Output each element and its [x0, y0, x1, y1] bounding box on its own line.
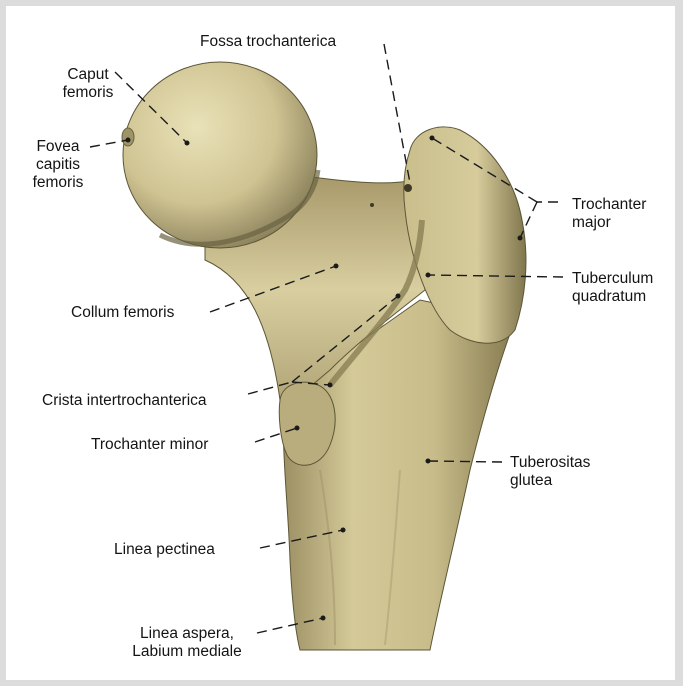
label-text: Fossa trochanterica [200, 33, 336, 51]
label-text: Labium mediale [122, 643, 252, 661]
label-text: Caput [58, 66, 118, 84]
label-caput-femoris: Caput femoris [58, 66, 118, 102]
leader-fossa [384, 44, 410, 183]
fovea-mark [122, 128, 134, 146]
label-tuberculum-quadratum: Tuberculum quadratum [572, 270, 653, 306]
label-text: quadratum [572, 288, 653, 306]
leader-fovea [90, 140, 128, 147]
label-fossa-trochanterica: Fossa trochanterica [200, 33, 336, 51]
label-collum-femoris: Collum femoris [71, 304, 174, 322]
label-text: Trochanter minor [91, 436, 208, 454]
fossa-pit [370, 203, 374, 207]
label-text: capitis [26, 156, 90, 174]
label-text: glutea [510, 472, 590, 490]
label-text: Tuberculum [572, 270, 653, 288]
label-trochanter-major: Trochanter major [572, 196, 646, 232]
label-text: Collum femoris [71, 304, 174, 322]
label-tuberositas-glutea: Tuberositas glutea [510, 454, 590, 490]
label-crista-intertrochanterica: Crista intertrochanterica [42, 392, 207, 410]
label-fovea-capitis-femoris: Fovea capitis femoris [26, 138, 90, 192]
fossa-pit [404, 184, 412, 192]
label-linea-aspera: Linea aspera, Labium mediale [122, 625, 252, 661]
label-text: Tuberositas [510, 454, 590, 472]
femoral-head [123, 62, 317, 248]
leader-trochanter-major-c [520, 202, 537, 238]
label-text: femoris [26, 174, 90, 192]
label-trochanter-minor: Trochanter minor [91, 436, 208, 454]
label-text: Linea pectinea [114, 541, 215, 559]
label-linea-pectinea: Linea pectinea [114, 541, 215, 559]
label-text: femoris [58, 84, 118, 102]
label-text: Linea aspera, [122, 625, 252, 643]
label-text: Fovea [26, 138, 90, 156]
label-text: major [572, 214, 646, 232]
label-text: Crista intertrochanterica [42, 392, 207, 410]
label-text: Trochanter [572, 196, 646, 214]
